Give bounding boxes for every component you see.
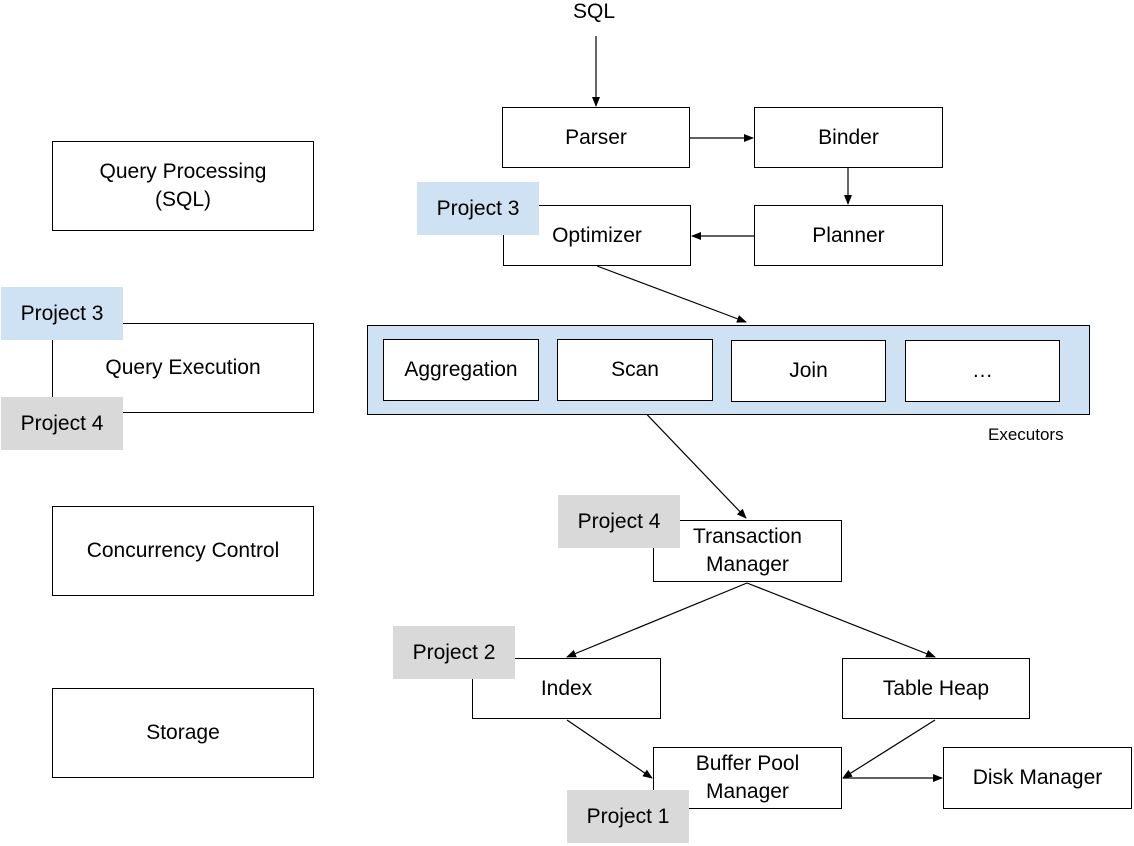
layer-query-processing: Query Processing (SQL) bbox=[52, 141, 314, 231]
arrow-transaction-to-index bbox=[566, 582, 748, 658]
arrow-optimizer-to-executors bbox=[596, 265, 747, 323]
project-4-tag-transaction: Project 4 bbox=[558, 495, 680, 548]
table-heap-box: Table Heap bbox=[842, 658, 1030, 719]
executor-aggregation: Aggregation bbox=[383, 339, 539, 401]
parser-box: Parser bbox=[502, 107, 690, 168]
project-4-tag-left: Project 4 bbox=[1, 397, 123, 450]
transaction-manager-box: Transaction Manager bbox=[653, 520, 842, 582]
layer-storage: Storage bbox=[52, 688, 314, 778]
disk-manager-box: Disk Manager bbox=[943, 747, 1132, 809]
arrow-scan-to-transaction bbox=[633, 400, 747, 519]
arrow-index-to-bufferpool bbox=[566, 719, 653, 779]
project-3-tag-left: Project 3 bbox=[1, 287, 123, 340]
optimizer-box: Optimizer bbox=[503, 205, 691, 266]
project-3-tag-optimizer: Project 3 bbox=[417, 182, 539, 235]
executor-scan: Scan bbox=[557, 339, 713, 401]
binder-box: Binder bbox=[754, 107, 943, 168]
arrow-tableheap-to-bufferpool bbox=[842, 719, 936, 779]
project-1-tag-buffer-pool: Project 1 bbox=[567, 790, 689, 843]
arrow-transaction-to-tableheap bbox=[746, 582, 936, 658]
sql-input-label: SQL bbox=[573, 0, 616, 23]
project-2-tag-index: Project 2 bbox=[393, 626, 515, 679]
layer-concurrency-control: Concurrency Control bbox=[52, 506, 314, 596]
executor-ellipsis: … bbox=[905, 340, 1060, 402]
executor-join: Join bbox=[731, 340, 886, 402]
executors-caption: Executors bbox=[988, 425, 1064, 444]
planner-box: Planner bbox=[754, 205, 943, 266]
